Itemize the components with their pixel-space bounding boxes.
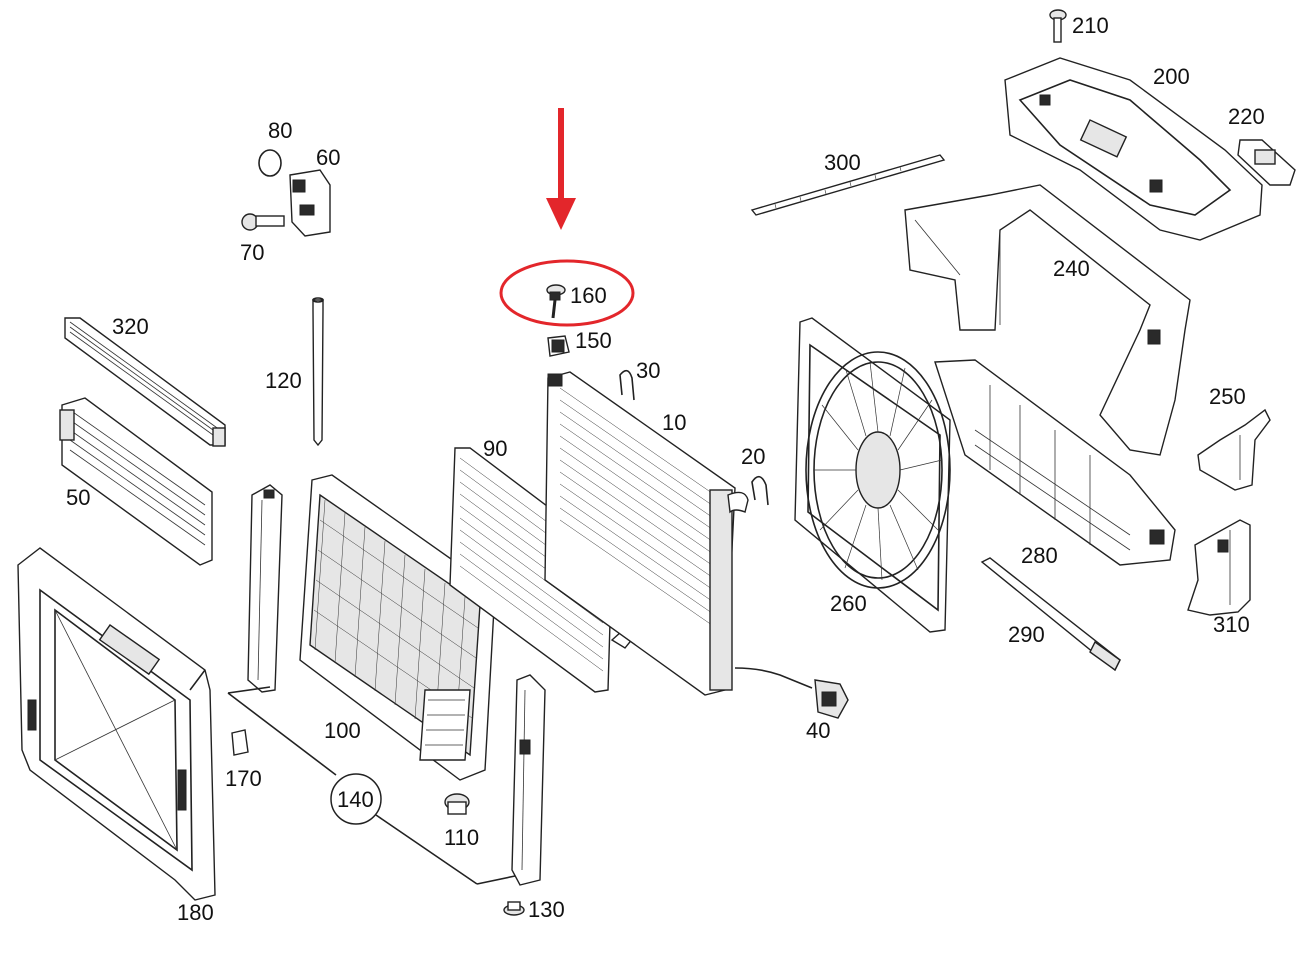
- part-160-fastener[interactable]: [546, 284, 566, 319]
- part-140-bracket-left[interactable]: [247, 484, 283, 693]
- part-120-rod[interactable]: [312, 297, 324, 447]
- part-100-radiator[interactable]: [299, 474, 496, 781]
- part-60-bracket[interactable]: [289, 169, 331, 237]
- label-40: 40: [806, 718, 830, 743]
- label-130: 130: [528, 897, 565, 922]
- part-170-clip[interactable]: [231, 729, 249, 756]
- label-110: 110: [444, 825, 479, 850]
- part-70-bolt[interactable]: [241, 213, 285, 231]
- label-280: 280: [1021, 543, 1058, 568]
- part-310-bracket[interactable]: [1187, 519, 1251, 616]
- part-250-bracket[interactable]: [1197, 408, 1271, 491]
- label-250: 250: [1209, 384, 1246, 409]
- label-260: 260: [830, 591, 867, 616]
- part-40-sensor[interactable]: [734, 667, 849, 719]
- label-300: 300: [824, 150, 861, 175]
- label-50: 50: [66, 485, 90, 510]
- label-240: 240: [1053, 256, 1090, 281]
- part-140-bracket-right[interactable]: [511, 674, 546, 886]
- part-50-cooler[interactable]: [59, 397, 213, 566]
- part-260-fan[interactable]: [794, 317, 951, 633]
- label-100: 100: [324, 718, 361, 743]
- label-150: 150: [575, 328, 612, 353]
- part-30-hook[interactable]: [619, 369, 635, 401]
- label-140: 140: [337, 787, 374, 812]
- part-210-screw[interactable]: [1049, 9, 1067, 43]
- part-labels: 10 20 30 40 50 60 70 80 90 100 110 120 1…: [66, 13, 1265, 925]
- label-60: 60: [316, 145, 340, 170]
- part-110-cap[interactable]: [444, 793, 470, 815]
- label-80: 80: [268, 118, 292, 143]
- label-70: 70: [240, 240, 264, 265]
- part-240-air-guide[interactable]: [904, 184, 1191, 456]
- part-20-hook[interactable]: [751, 475, 769, 506]
- part-80-o-ring[interactable]: [258, 149, 282, 177]
- part-200-shroud[interactable]: [1004, 57, 1263, 241]
- part-130-grommet[interactable]: [503, 901, 525, 916]
- part-10-radiator[interactable]: [544, 371, 749, 696]
- part-140-callout: [227, 686, 516, 885]
- part-280-shutter[interactable]: [934, 359, 1176, 566]
- label-160: 160: [570, 283, 607, 308]
- label-90: 90: [483, 436, 507, 461]
- part-290-strip[interactable]: [980, 557, 1121, 672]
- part-150-clip[interactable]: [547, 335, 570, 357]
- highlight-ellipse: [499, 259, 635, 327]
- label-120: 120: [265, 368, 302, 393]
- label-290: 290: [1008, 622, 1045, 647]
- label-30: 30: [636, 358, 660, 383]
- label-310: 310: [1213, 612, 1250, 637]
- part-300-strip[interactable]: [750, 154, 946, 216]
- label-200: 200: [1153, 64, 1190, 89]
- label-10: 10: [662, 410, 686, 435]
- label-220: 220: [1228, 104, 1265, 129]
- pointer-arrow: [546, 108, 576, 230]
- label-170: 170: [225, 766, 262, 791]
- part-220-cover[interactable]: [1237, 139, 1296, 186]
- part-320-cooler[interactable]: [64, 317, 226, 447]
- part-180-front-frame[interactable]: [17, 547, 216, 901]
- label-180: 180: [177, 900, 214, 925]
- label-320: 320: [112, 314, 149, 339]
- label-20: 20: [741, 444, 765, 469]
- label-210: 210: [1072, 13, 1109, 38]
